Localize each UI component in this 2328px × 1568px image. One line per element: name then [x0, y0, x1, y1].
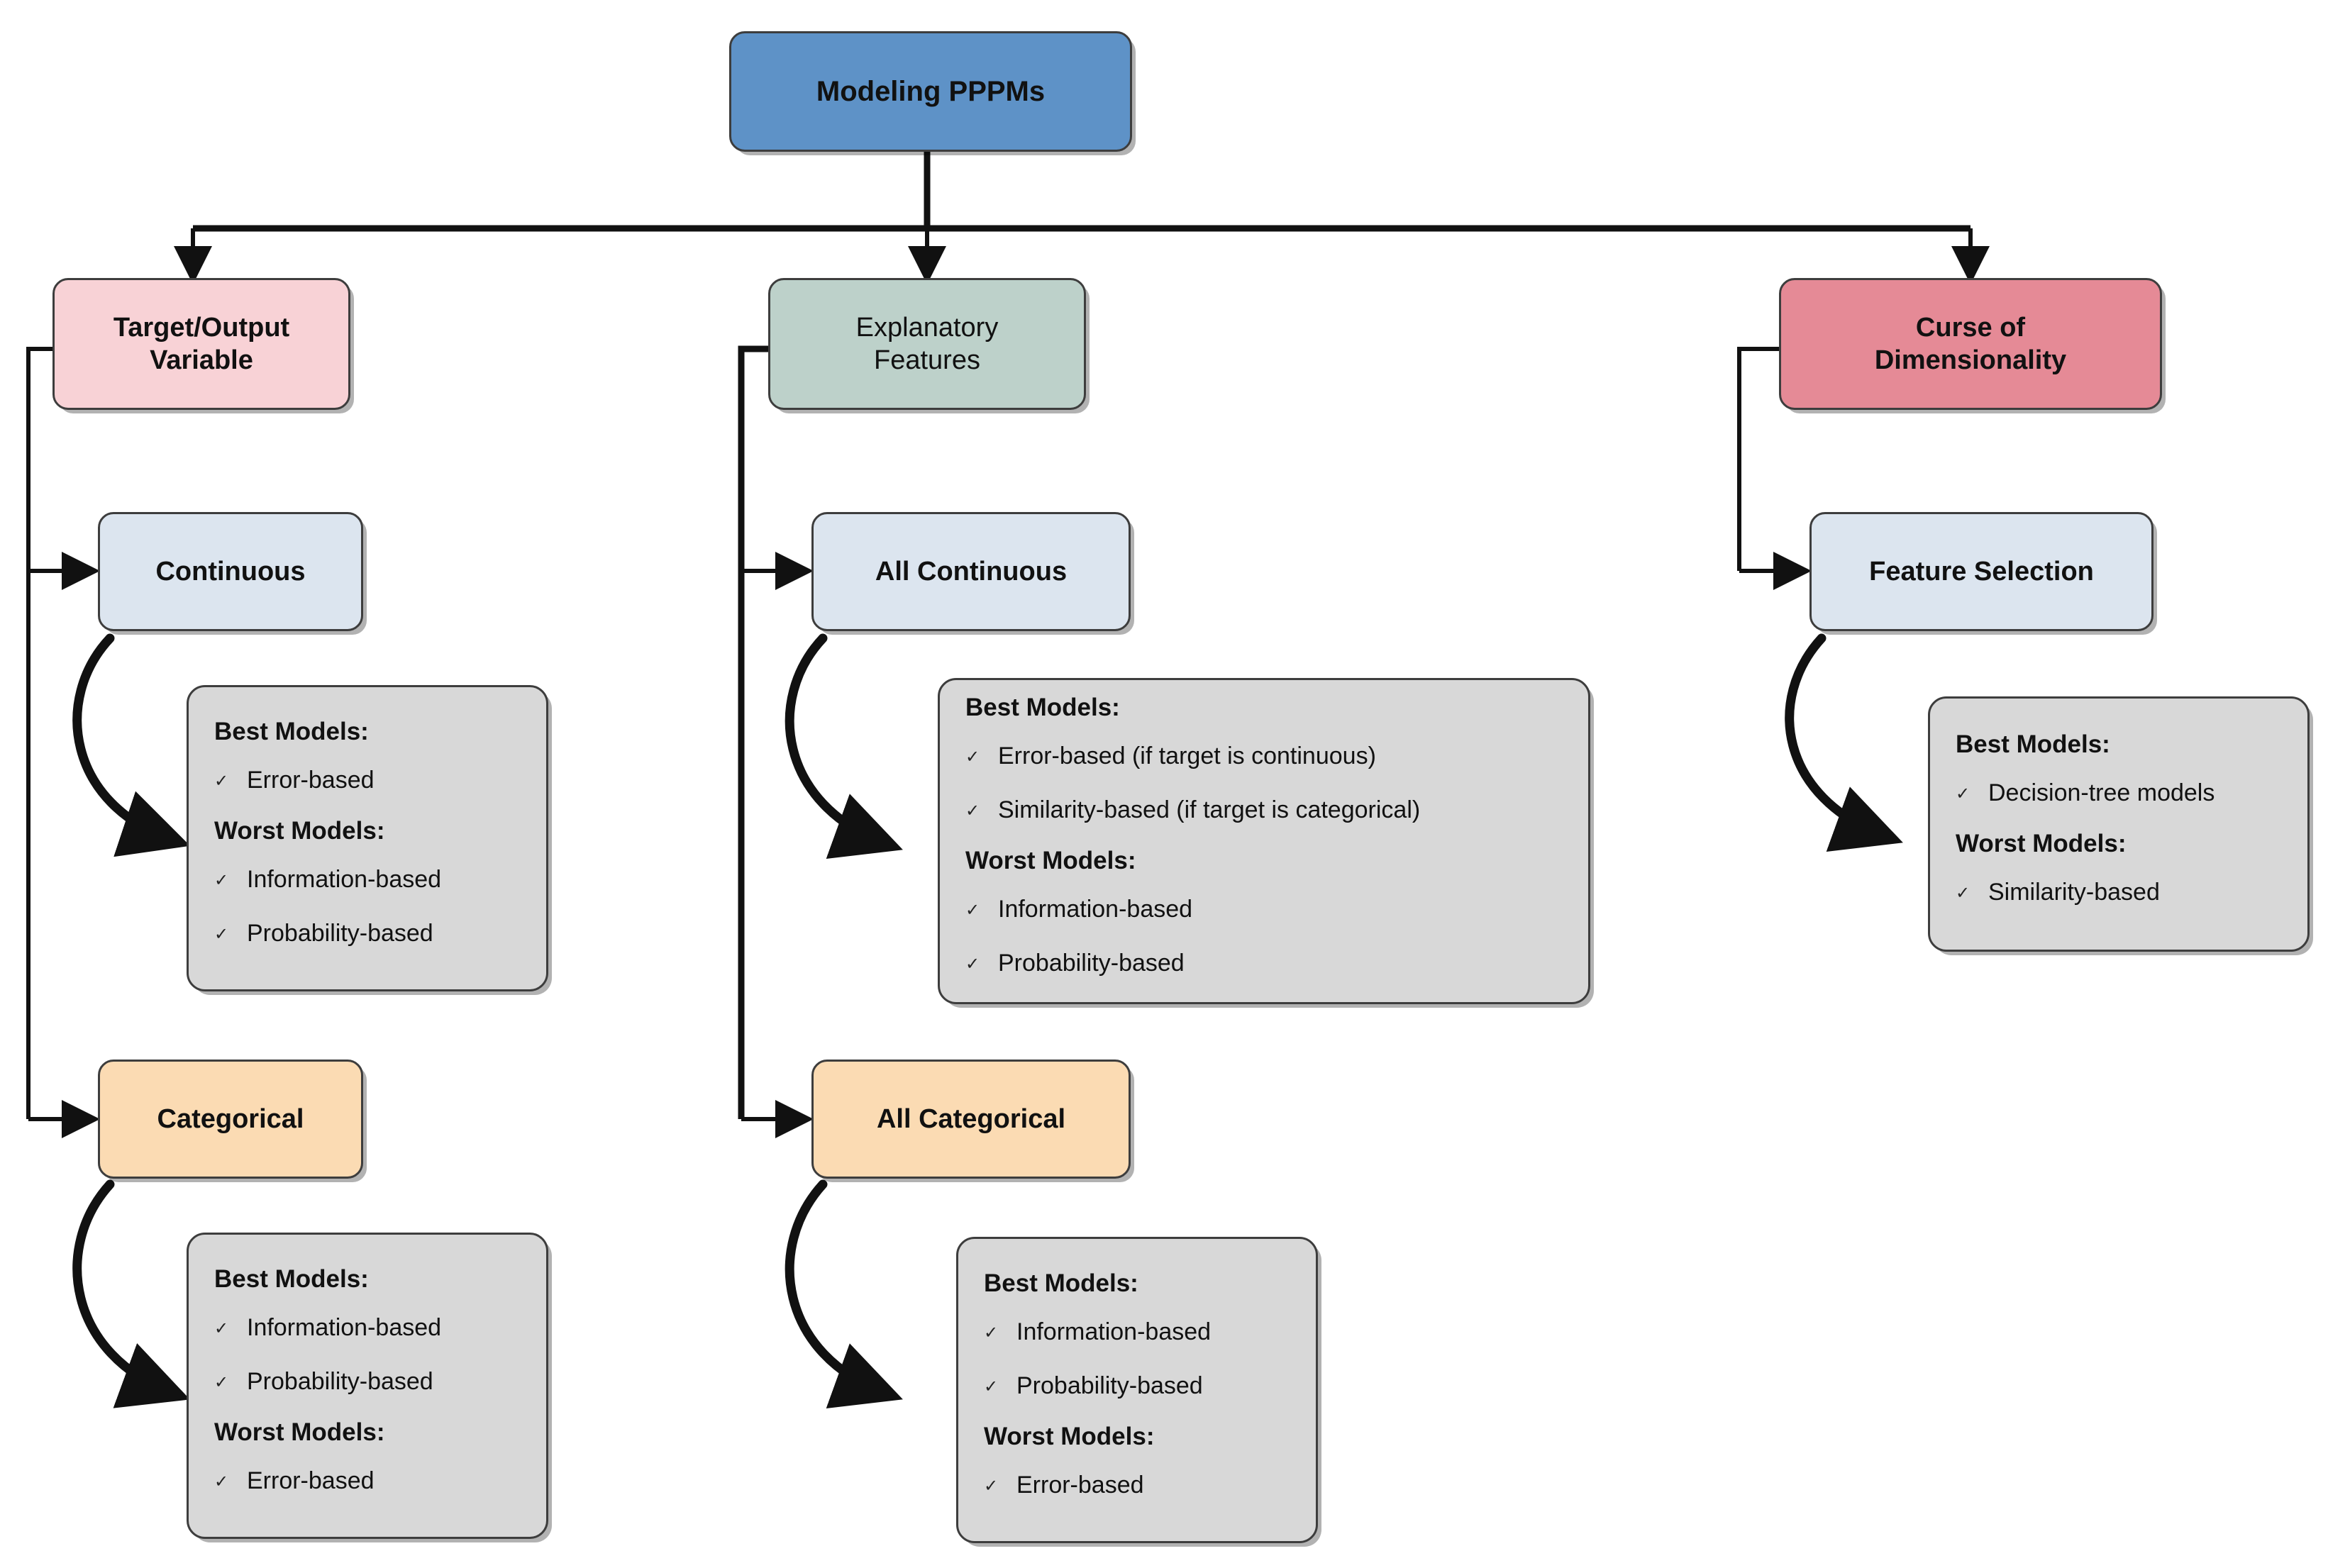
best-models-header: Best Models:	[214, 717, 369, 745]
list-item-label: Information-based	[247, 1313, 442, 1341]
node-categorical[interactable]: Categorical	[98, 1060, 363, 1179]
node-target-line1: Target/Output	[113, 312, 290, 343]
list-item: ✓ Error-based	[984, 1469, 1287, 1501]
best-models-header: Best Models:	[214, 1264, 369, 1293]
check-icon: ✓	[214, 1318, 229, 1338]
list-item-label: Error-based	[247, 1467, 375, 1494]
list-item: ✓ Probability-based	[984, 1370, 1287, 1401]
edge-explanatory-elbow	[738, 345, 768, 1119]
node-explanatory-line1: Explanatory	[855, 312, 999, 343]
list-item-label: Probability-based	[1016, 1372, 1203, 1399]
node-all-continuous-label: All Continuous	[875, 556, 1068, 586]
check-icon: ✓	[1956, 883, 1971, 903]
detail-box-continuous: Best Models: ✓ Error-based Worst Models:…	[187, 685, 548, 991]
list-item: ✓ Information-based	[965, 894, 1560, 925]
edge-continuous-to-detail	[72, 633, 191, 857]
worst-models-header: Worst Models:	[965, 847, 1136, 874]
edge-allcategorical-to-detail	[785, 1179, 903, 1408]
node-continuous-label: Continuous	[155, 556, 306, 586]
node-curse-of-dimensionality[interactable]: Curse of Dimensionality	[1779, 278, 2162, 410]
node-feature-selection[interactable]: Feature Selection	[1809, 512, 2154, 631]
list-item-label: Error-based	[247, 766, 375, 794]
edge-categorical-to-detail	[72, 1179, 190, 1408]
list-item: ✓ Information-based	[214, 1312, 518, 1343]
list-item-label: Decision-tree models	[1988, 779, 2215, 806]
list-item: ✓ Decision-tree models	[1956, 777, 2279, 808]
best-models-header: Best Models:	[965, 693, 1120, 721]
node-all-categorical[interactable]: All Categorical	[811, 1060, 1131, 1179]
node-target-output-variable-label: Target/Output Variable	[113, 311, 289, 377]
node-explanatory-features[interactable]: Explanatory Features	[768, 278, 1086, 410]
list-item: ✓ Probability-based	[965, 947, 1560, 979]
list-item-label: Information-based	[1016, 1318, 1212, 1345]
list-item: ✓ Information-based	[984, 1316, 1287, 1347]
check-icon: ✓	[1956, 784, 1971, 804]
node-explanatory-features-label: Explanatory Features	[856, 311, 999, 377]
list-item-label: Information-based	[247, 865, 442, 893]
detail-box-categorical: Best Models: ✓ Information-based ✓ Proba…	[187, 1233, 548, 1539]
node-curse-line2: Dimensionality	[1874, 345, 2067, 375]
list-item: ✓ Error-based	[214, 764, 518, 796]
list-item-label: Probability-based	[998, 949, 1185, 977]
list-item: ✓ Error-based	[214, 1465, 518, 1496]
list-item: ✓ Similarity-based (if target is categor…	[965, 794, 1560, 825]
edge-curse-elbow	[1737, 347, 1779, 571]
node-root-label: Modeling PPPMs	[816, 76, 1046, 107]
edge-target-elbow	[26, 347, 52, 1119]
node-all-continuous[interactable]: All Continuous	[811, 512, 1131, 631]
check-icon: ✓	[965, 801, 980, 821]
node-continuous[interactable]: Continuous	[98, 512, 363, 631]
list-item: ✓ Error-based (if target is continuous)	[965, 740, 1560, 772]
detail-box-all-categorical: Best Models: ✓ Information-based ✓ Proba…	[956, 1237, 1318, 1543]
node-target-output-variable[interactable]: Target/Output Variable	[52, 278, 350, 410]
list-item-label: Similarity-based (if target is categoric…	[998, 796, 1421, 823]
edge-featureselection-to-detail	[1785, 633, 1903, 852]
list-item: ✓ Probability-based	[214, 1366, 518, 1397]
worst-models-header: Worst Models:	[984, 1423, 1155, 1451]
list-item-label: Similarity-based	[1988, 878, 2160, 906]
detail-box-feature-selection: Best Models: ✓ Decision-tree models Wors…	[1928, 696, 2310, 952]
best-models-header: Best Models:	[1956, 730, 2110, 759]
check-icon: ✓	[984, 1476, 999, 1496]
list-item-label: Probability-based	[247, 1367, 433, 1395]
worst-models-header: Worst Models:	[214, 816, 385, 845]
list-item: ✓ Probability-based	[214, 918, 518, 949]
best-models-header: Best Models:	[984, 1269, 1138, 1297]
node-feature-selection-label: Feature Selection	[1869, 556, 2094, 586]
list-item-label: Probability-based	[247, 919, 433, 947]
check-icon: ✓	[214, 771, 229, 791]
list-item: ✓ Similarity-based	[1956, 877, 2279, 908]
check-icon: ✓	[214, 1372, 229, 1392]
list-item-label: Information-based	[998, 895, 1193, 923]
check-icon: ✓	[984, 1377, 999, 1396]
list-item: ✓ Information-based	[214, 864, 518, 895]
check-icon: ✓	[214, 1472, 229, 1491]
node-all-categorical-label: All Categorical	[876, 1103, 1066, 1134]
check-icon: ✓	[214, 870, 229, 890]
worst-models-header: Worst Models:	[214, 1418, 385, 1447]
check-icon: ✓	[965, 954, 980, 974]
node-curse-of-dimensionality-label: Curse of Dimensionality	[1875, 311, 2066, 377]
node-target-line2: Variable	[150, 345, 253, 375]
list-item-label: Error-based (if target is continuous)	[998, 742, 1376, 769]
check-icon: ✓	[965, 900, 980, 920]
edge-allcontinuous-to-detail	[785, 633, 903, 859]
check-icon: ✓	[965, 747, 980, 767]
list-item-label: Error-based	[1016, 1471, 1144, 1499]
check-icon: ✓	[984, 1323, 999, 1342]
detail-box-all-continuous: Best Models: ✓ Error-based (if target is…	[938, 678, 1590, 1004]
node-curse-line1: Curse of	[1915, 312, 2026, 343]
node-categorical-label: Categorical	[157, 1103, 304, 1134]
node-root-modeling-pppms[interactable]: Modeling PPPMs	[729, 31, 1132, 152]
check-icon: ✓	[214, 924, 229, 944]
worst-models-header: Worst Models:	[1956, 830, 2127, 857]
node-explanatory-line2: Features	[874, 345, 980, 375]
